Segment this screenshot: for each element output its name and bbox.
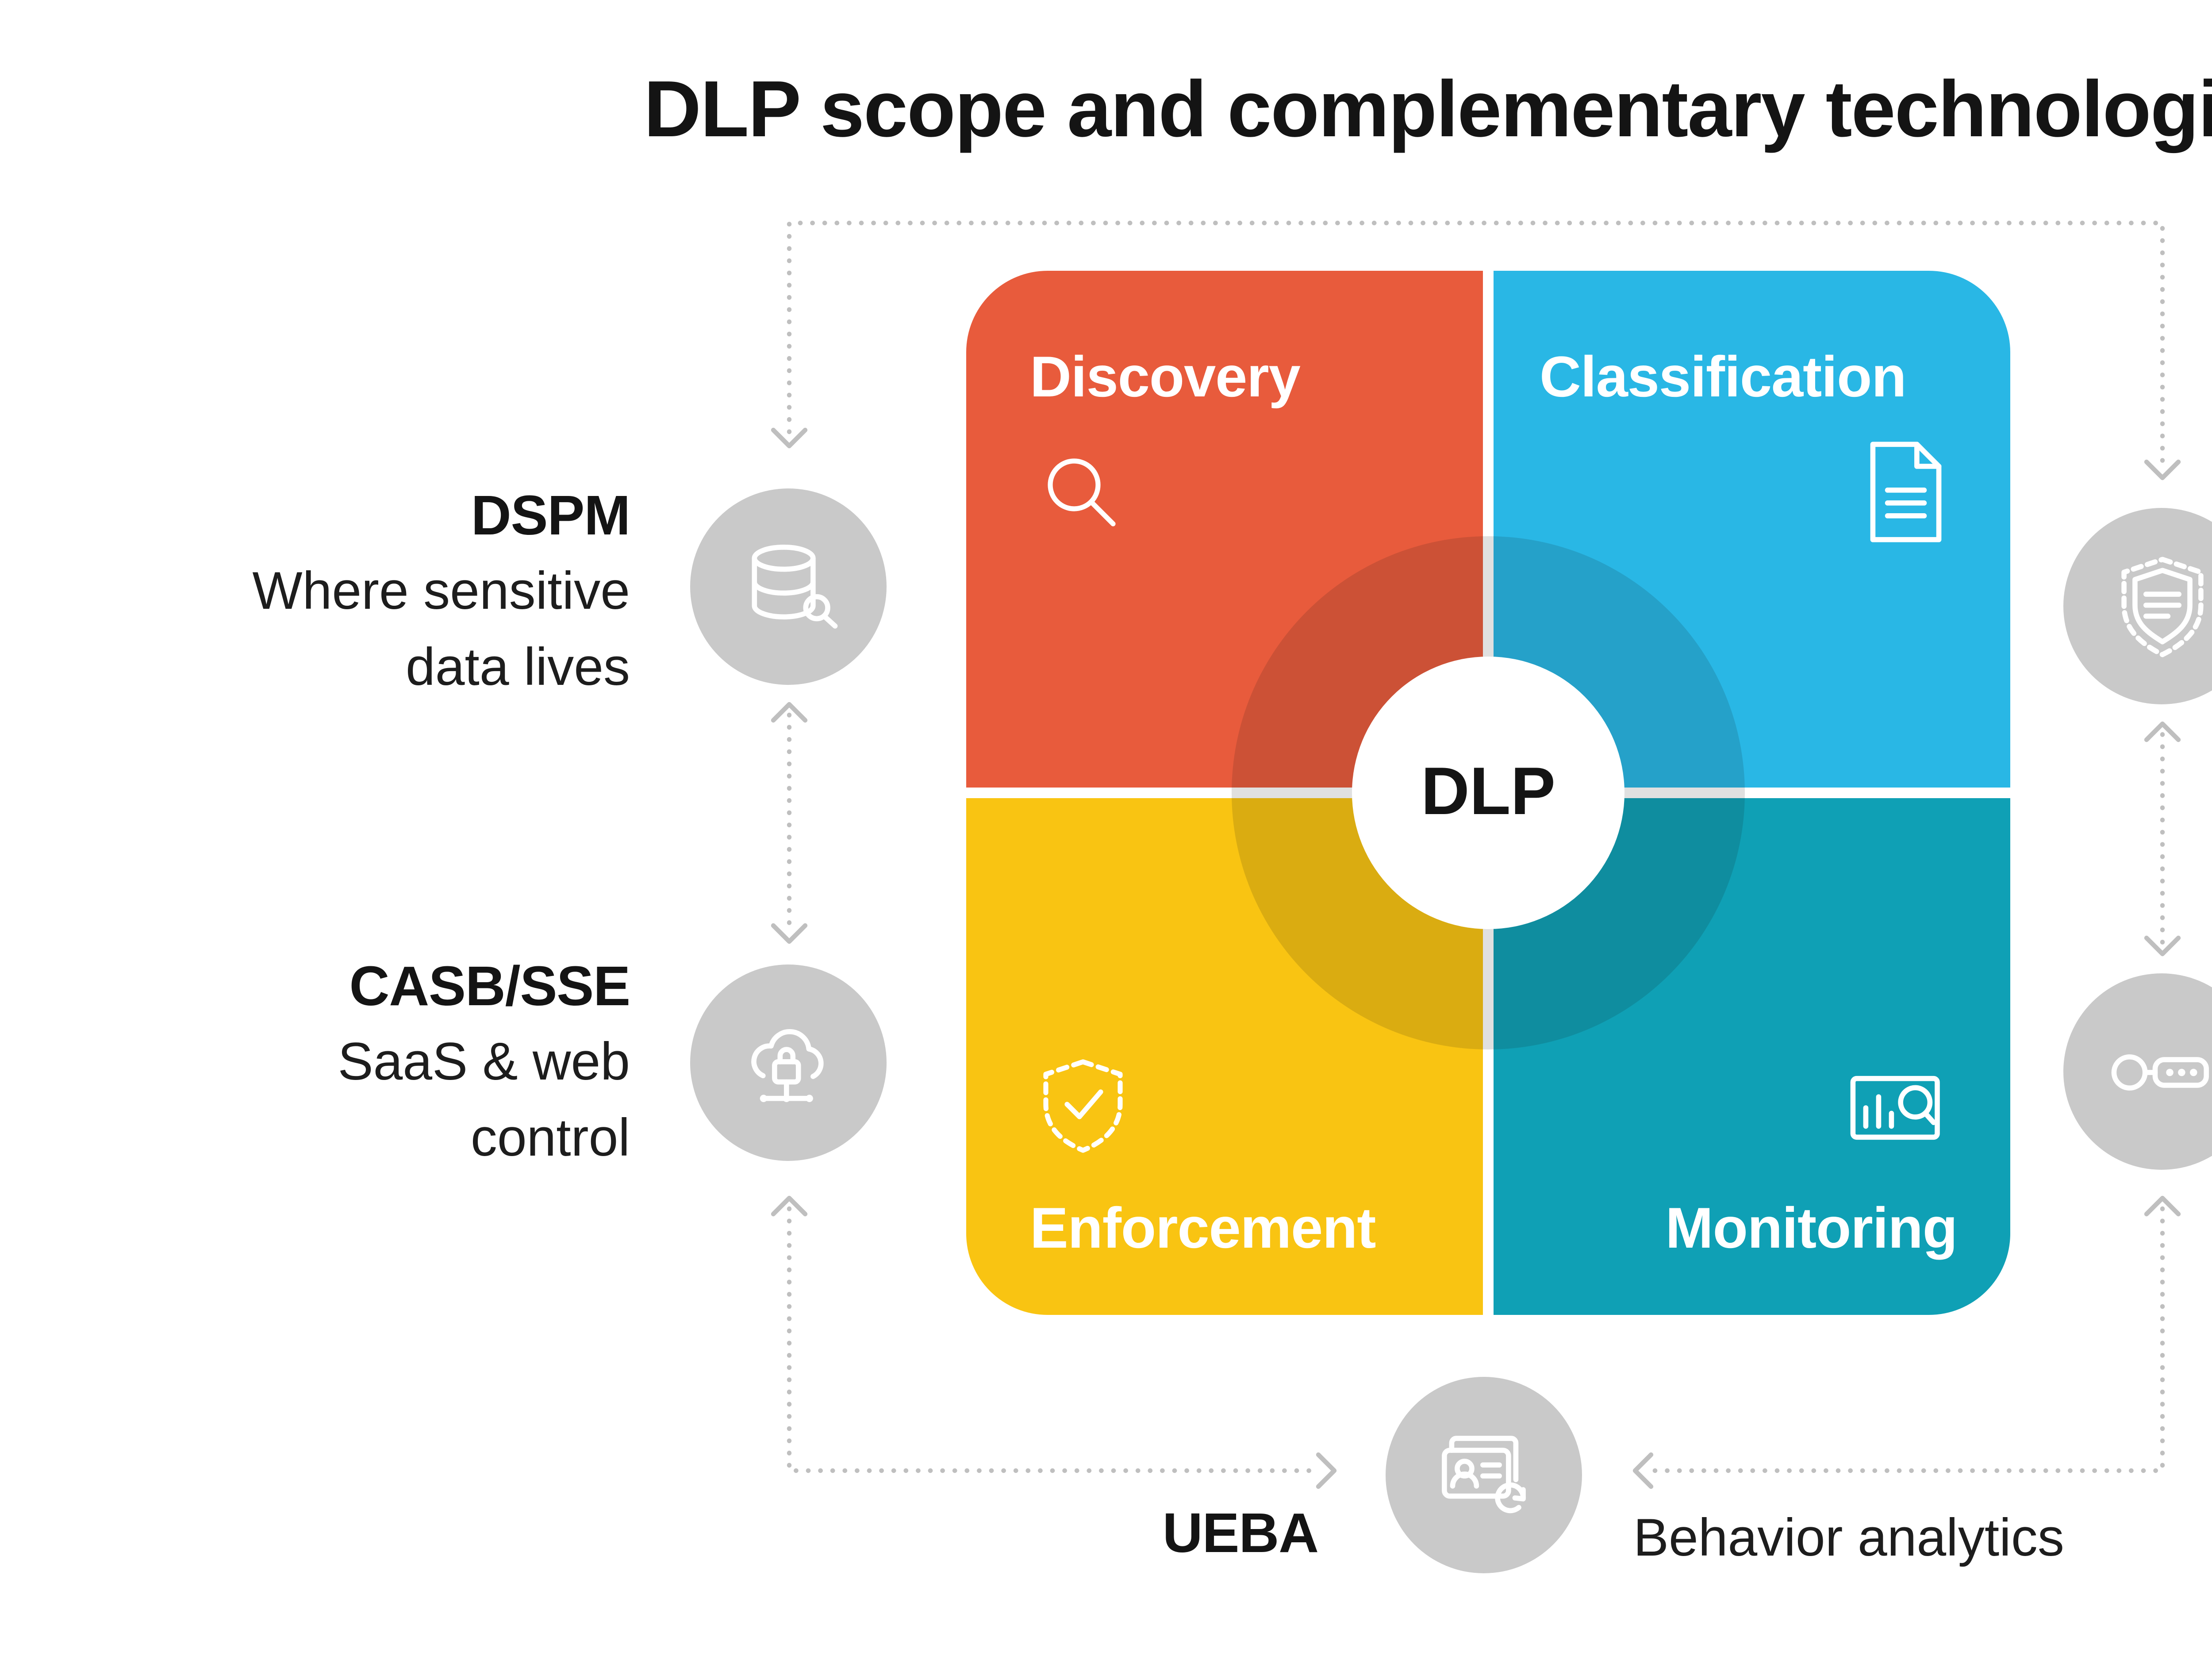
chart-search-icon (1850, 1076, 1940, 1140)
cloud-lock-icon (750, 1028, 823, 1101)
ueba-text-block: UEBA (849, 1495, 1319, 1572)
quadrant-classification-label: Classification (1540, 345, 1907, 409)
casb-text-block: CASB/SSE SaaS & web control (81, 949, 631, 1177)
document-icon (1870, 442, 1942, 542)
tokenization-icon-circle (2063, 973, 2212, 1170)
shield-check-icon (1043, 1059, 1123, 1153)
quadrant-enforcement-label: Enforcement (1030, 1196, 1376, 1260)
ueba-icon-circle (1386, 1377, 1582, 1573)
casb-icon-circle (690, 964, 887, 1161)
dspm-text-block: DSPM Where sensitive data lives (81, 478, 630, 706)
ueba-title: UEBA (1162, 1501, 1319, 1564)
search-icon (1048, 458, 1116, 526)
shield-list-icon (2120, 556, 2203, 657)
quadrant-discovery-label: Discovery (1030, 345, 1301, 409)
dspm-title: DSPM (471, 483, 630, 547)
database-icon (751, 544, 837, 628)
dlp-label: DLP (1421, 755, 1555, 829)
irm-icon-circle (2063, 508, 2212, 704)
key-token-icon (2110, 1053, 2208, 1090)
page-title: DLP scope and complementary technologies (644, 64, 2212, 154)
dlp-center-badge: DLP (1352, 657, 1624, 929)
user-card-icon (1441, 1435, 1525, 1513)
dlp-quadrant-matrix: Discovery Classification Enforcement (966, 271, 2010, 1315)
ueba-description: Behavior analytics (1633, 1510, 2064, 1568)
quadrant-monitoring-label: Monitoring (1665, 1196, 1958, 1260)
casb-title: CASB/SSE (349, 954, 630, 1018)
casb-description: SaaS & web control (338, 1034, 630, 1168)
dspm-description: Where sensitive data lives (252, 563, 630, 697)
dspm-icon-circle (690, 488, 887, 685)
